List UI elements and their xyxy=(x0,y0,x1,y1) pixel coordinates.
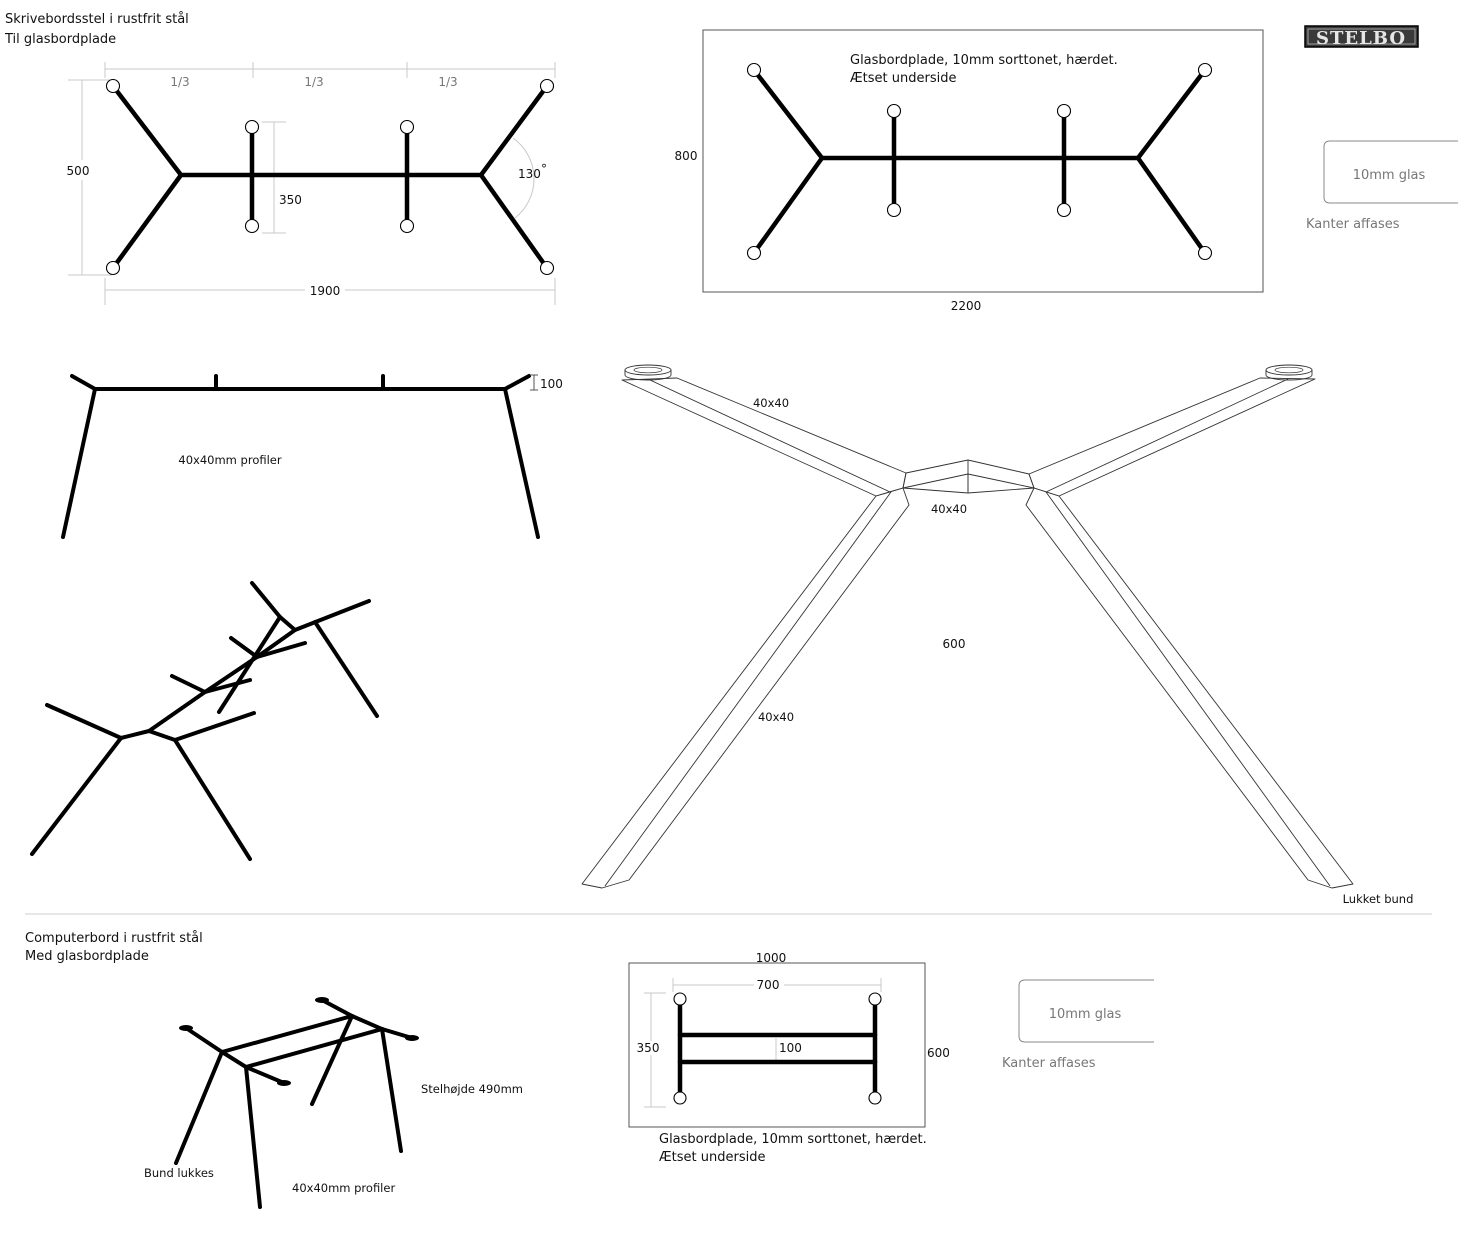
foot-pad xyxy=(399,119,415,135)
plate-width-label: 2200 xyxy=(951,299,982,313)
logo-text: STELBO xyxy=(1316,28,1406,49)
foot-pad xyxy=(105,260,121,276)
small-plate-note-line2: Ætset underside xyxy=(659,1150,765,1165)
foot-pad xyxy=(886,202,902,218)
side-profile-label: 40x40mm profiler xyxy=(178,453,281,467)
frame-side-view: 100 40x40mm profiler xyxy=(61,374,563,539)
plate-note-line2: Ætset underside xyxy=(850,71,956,86)
width-dim-label: 1900 xyxy=(310,284,341,298)
foot-pad xyxy=(1056,103,1072,119)
computer-top-plan-view: 1000 700 350 100 600 Glasbordplade, 10mm… xyxy=(628,951,950,1165)
foot-pad xyxy=(746,245,762,261)
side-height-label: 100 xyxy=(540,377,563,391)
foot-pad xyxy=(1197,62,1213,78)
frame-plan-view: 1/3 1/3 1/3 500 350 1900 130 ° xyxy=(64,62,556,305)
small-plate-note-line1: Glasbordplade, 10mm sorttonet, hærdet. xyxy=(659,1132,927,1147)
plate-note-line1: Glasbordplade, 10mm sorttonet, hærdet. xyxy=(850,53,1118,68)
angle-unit: ° xyxy=(541,162,547,176)
section2-title: Computerbord i rustfrit stål xyxy=(25,931,203,946)
frame-width-label: 700 xyxy=(757,978,780,992)
foot-pad xyxy=(244,218,260,234)
inner-dim-label: 350 xyxy=(279,193,302,207)
plate-depth-label: 800 xyxy=(675,149,698,163)
height-dim-label: 500 xyxy=(67,164,90,178)
glass-edge-caption-2: Kanter affases xyxy=(1002,1056,1096,1071)
section1-subtitle: Til glasbordplade xyxy=(4,32,116,47)
glass-edge-detail-1: 10mm glas Kanter affases xyxy=(1306,140,1458,232)
third-2-label: 1/3 xyxy=(304,75,323,89)
frame-height-note: Stelhøjde 490mm xyxy=(421,1082,523,1096)
arm-profile-label: 40x40 xyxy=(753,396,789,410)
foot-pad xyxy=(673,992,687,1006)
frame-depth-label: 350 xyxy=(637,1041,660,1055)
center-profile-label: 40x40 xyxy=(931,502,967,516)
computer-frame-perspective: Stelhøjde 490mm Bund lukkes 40x40mm prof… xyxy=(144,997,523,1209)
foot-pad xyxy=(746,62,762,78)
small-plate-depth-label: 600 xyxy=(927,1046,950,1060)
foot-pad xyxy=(105,78,121,94)
stelbo-logo: STELBO xyxy=(1304,25,1419,49)
glass-top-plan-view: Glasbordplade, 10mm sorttonet, hærdet. Æ… xyxy=(675,29,1264,313)
small-plate-width-label: 1000 xyxy=(756,951,787,965)
foot-pad xyxy=(399,218,415,234)
angle-arc xyxy=(512,137,535,219)
profile-note: 40x40mm profiler xyxy=(292,1181,395,1195)
glass-edge-label-1: 10mm glas xyxy=(1353,168,1426,183)
leg-3d-view: 40x40 40x40 600 40x40 Lukket bund xyxy=(581,364,1414,906)
angle-label: 130 xyxy=(518,167,541,181)
foot-pad xyxy=(244,119,260,135)
glass-edge-caption-1: Kanter affases xyxy=(1306,217,1400,232)
third-3-label: 1/3 xyxy=(438,75,457,89)
foot-pad xyxy=(539,260,555,276)
section2-subtitle: Med glasbordplade xyxy=(25,949,149,964)
foot-pad-right xyxy=(1265,364,1313,381)
closed-bottom-label: Lukket bund xyxy=(1343,892,1414,906)
foot-pad xyxy=(1197,245,1213,261)
glass-edge-label-2: 10mm glas xyxy=(1049,1007,1122,1022)
foot-pad-left xyxy=(624,364,672,381)
foot-pad xyxy=(1056,202,1072,218)
foot-pad xyxy=(886,103,902,119)
foot-pad xyxy=(868,992,882,1006)
bar-gap-label: 100 xyxy=(779,1041,802,1055)
foot-pad xyxy=(868,1091,882,1105)
glass-plate-outline xyxy=(702,29,1264,293)
leg-profile-label: 40x40 xyxy=(758,710,794,724)
leg-height-label: 600 xyxy=(943,637,966,651)
frame-perspective-sketch xyxy=(30,581,379,861)
foot-pad xyxy=(673,1091,687,1105)
bottom-closed-note: Bund lukkes xyxy=(144,1166,214,1180)
section1-title: Skrivebordsstel i rustfrit stål xyxy=(5,12,189,27)
third-1-label: 1/3 xyxy=(170,75,189,89)
glass-edge-detail-2: 10mm glas Kanter affases xyxy=(1002,979,1154,1071)
foot-pad xyxy=(539,78,555,94)
